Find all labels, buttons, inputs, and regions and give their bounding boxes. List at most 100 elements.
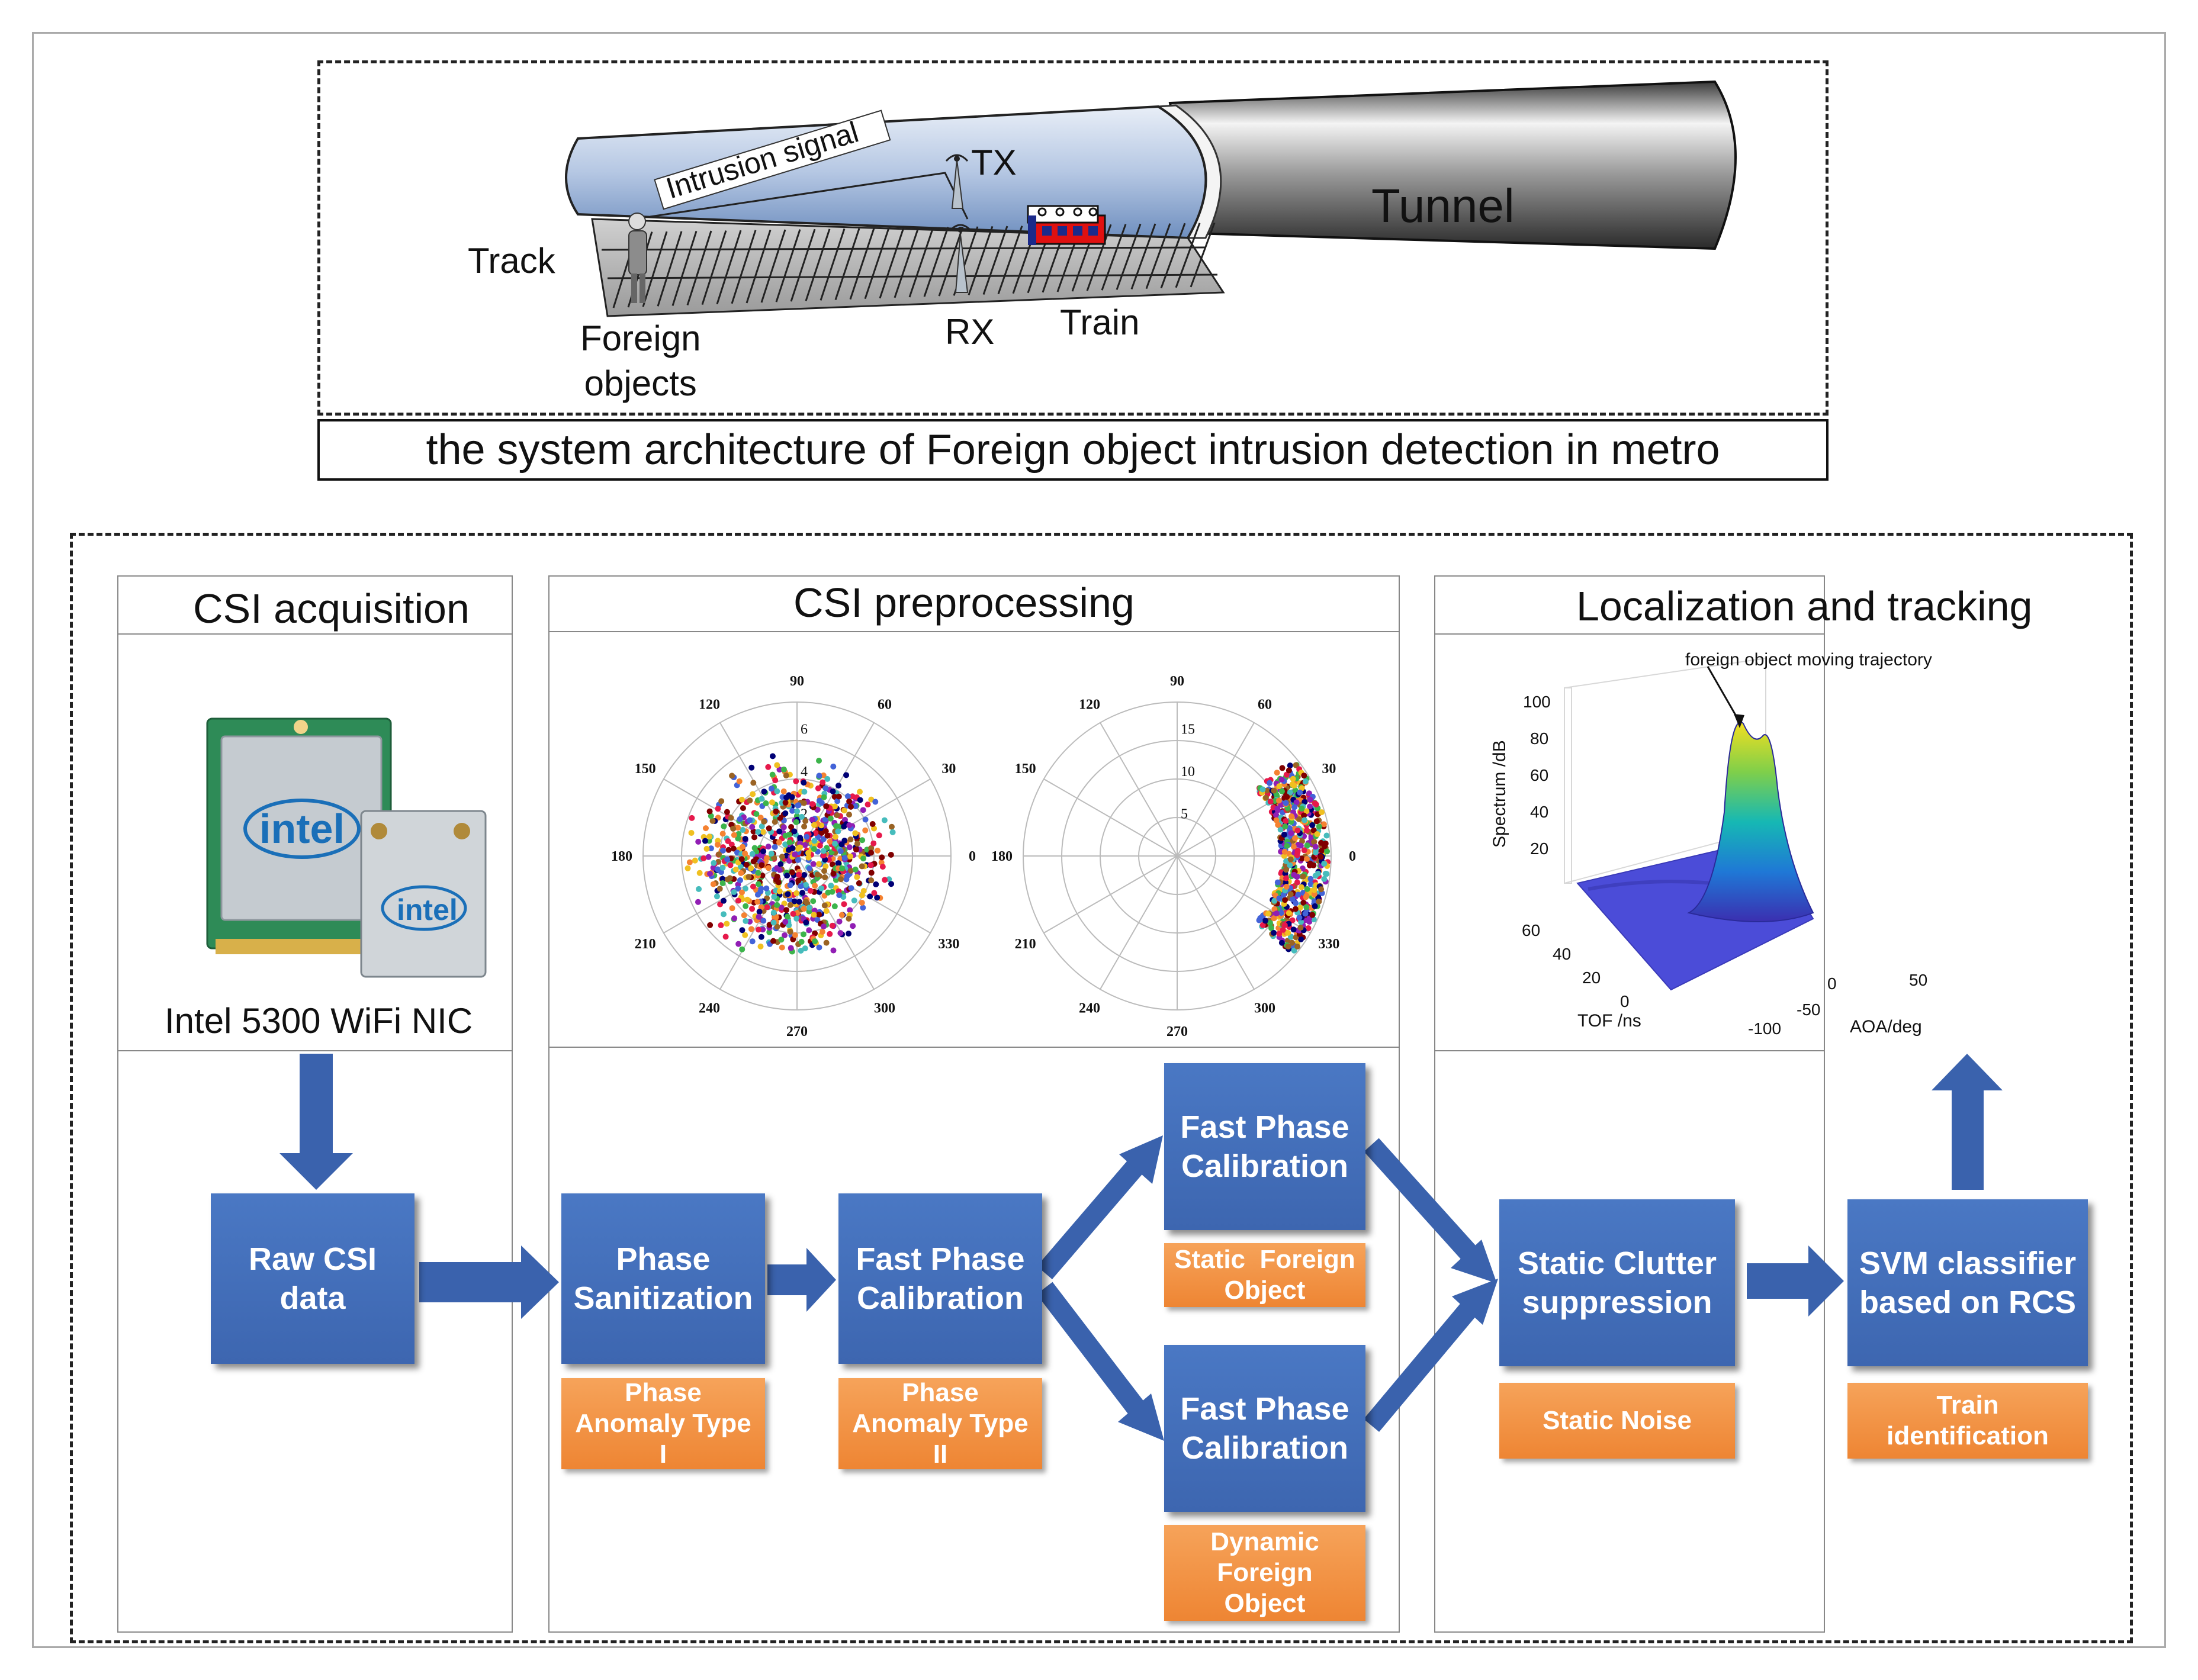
track-sleeper [1086, 224, 1112, 291]
polar-left-point [862, 827, 869, 833]
polar-right-point [1289, 939, 1296, 946]
arrow-svm-to-plot [1932, 1054, 2003, 1190]
polar-left-point [806, 927, 812, 934]
polar-left-angle-label: 210 [635, 936, 656, 952]
polar-left-point [736, 778, 743, 784]
polar-left-point [790, 910, 796, 917]
polar-left-point [818, 800, 825, 806]
arrow-bottom-to-clutter [1363, 1303, 1477, 1432]
polar-right-point [1301, 812, 1307, 819]
polar-left-point [846, 822, 853, 829]
intrusion-signal-tag [654, 110, 891, 210]
polar-left-point [811, 846, 817, 852]
polar-right-point [1318, 886, 1325, 893]
polar-left-point [838, 912, 845, 918]
surface-ytick-20: 20 [1582, 968, 1601, 987]
polar-left-point [756, 913, 762, 920]
polar-right-point [1273, 812, 1280, 818]
polar-left-point [847, 853, 854, 860]
polar-left-point [772, 819, 778, 825]
polar-right-point [1288, 813, 1295, 820]
train-identification-box: Train identification [1847, 1383, 2088, 1459]
polar-left-point [778, 936, 785, 943]
polar-right-radius-label: 15 [1181, 722, 1195, 738]
polar-left-point [815, 785, 821, 791]
polar-left-point [759, 796, 765, 802]
polar-left-point [823, 907, 830, 914]
polar-left-point [821, 902, 828, 909]
polar-left-point [748, 926, 754, 932]
polar-left-point [719, 876, 726, 882]
polar-left-point [703, 845, 710, 852]
polar-left-point [791, 828, 798, 835]
polar-left-point [763, 800, 769, 806]
polar-right-point [1268, 925, 1274, 931]
polar-left-point [793, 890, 800, 896]
polar-left-point [768, 850, 775, 857]
polar-left-point [772, 777, 779, 784]
polar-left-point [758, 904, 764, 910]
polar-left-point [760, 918, 767, 924]
polar-left-point [735, 941, 742, 947]
polar-left-point [806, 865, 813, 872]
polar-left-point [822, 874, 828, 881]
rx-antenna-icon [949, 224, 972, 293]
polar-left-point [780, 824, 787, 831]
polar-right-point [1294, 944, 1301, 950]
track-sleeper [760, 229, 786, 303]
polar-right-point [1267, 799, 1274, 805]
polar-left-angle-label: 90 [790, 674, 804, 689]
polar-left-point [751, 834, 758, 841]
polar-left-point [766, 825, 772, 832]
polar-right-point [1302, 817, 1308, 823]
polar-left-point [810, 861, 817, 867]
polar-left-point [776, 839, 782, 845]
polar-left-point [742, 850, 748, 857]
polar-left-point [732, 866, 739, 873]
svm-classifier-box: SVM classifier based on RCS [1847, 1199, 2088, 1366]
polar-left-point [859, 892, 865, 899]
train-label: Train [1060, 302, 1140, 342]
tunnel-label: Tunnel [1371, 179, 1515, 232]
polar-right-point [1294, 852, 1300, 858]
polar-left-point [847, 867, 854, 874]
polar-left-point [874, 847, 881, 854]
surface-ytick-40: 40 [1553, 945, 1572, 963]
polar-left-point [857, 797, 863, 803]
polar-left-point [783, 907, 790, 913]
polar-right-point [1287, 789, 1293, 796]
polar-left-point [868, 849, 875, 856]
polar-right-point [1323, 871, 1330, 877]
arrow-fast-to-bottom [1036, 1282, 1145, 1415]
polar-right-point [1285, 943, 1291, 950]
arrow-nic-to-raw [279, 1054, 353, 1190]
polar-right-point [1276, 895, 1283, 902]
polar-left-point [695, 899, 701, 905]
polar-left-point [731, 915, 738, 922]
polar-right-angle-label: 0 [1349, 849, 1356, 864]
polar-left-point [801, 800, 807, 806]
polar-left-point [859, 899, 865, 906]
track-sleeper [908, 227, 934, 298]
polar-left-point [846, 844, 853, 851]
track-sleeper [1190, 222, 1216, 288]
polar-right-spoke [1100, 722, 1178, 857]
polar-left-point [783, 773, 789, 779]
polar-left-point [738, 870, 744, 876]
dynamic-foreign-object-text: Dynamic Foreign Object [1210, 1527, 1319, 1618]
polar-left-point [735, 886, 741, 892]
polar-left-point [740, 826, 746, 833]
track-sleeper [894, 227, 920, 298]
polar-left-point [837, 930, 844, 936]
polar-left-point [773, 914, 779, 921]
polar-right-point [1273, 817, 1280, 823]
polar-left-point [750, 780, 757, 786]
polar-right-point [1299, 855, 1305, 862]
polar-left-point [749, 938, 756, 945]
static-clutter-box: Static Clutter suppression [1499, 1199, 1735, 1366]
phase-sanitization-box: Phase Sanitization [561, 1193, 765, 1364]
polar-right-point [1311, 839, 1317, 845]
tunnel-illustration [565, 80, 1737, 317]
polar-left-point [719, 831, 726, 837]
polar-right-point [1302, 778, 1309, 785]
